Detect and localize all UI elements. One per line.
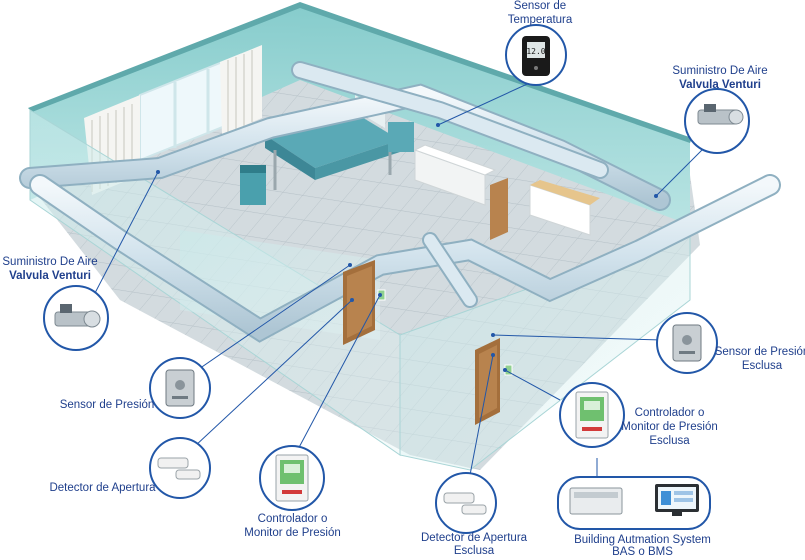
label-detector-apertura-esclusa: Detector de Apertura Esclusa [420, 532, 528, 557]
bms-icon [569, 484, 699, 516]
label-sensor-presion-esclusa: Sensor de Presión Esclusa [714, 346, 805, 372]
bedside-table [388, 122, 414, 152]
callout-dots [156, 123, 658, 372]
thermostat-display: 12.0 [526, 47, 545, 56]
label-sensor-presion: Sensor de Presión [59, 399, 155, 411]
cabinet [413, 144, 497, 206]
label-bms: Building Autmation System BAS o BMS [574, 534, 711, 558]
pressure-sensor-icon [672, 324, 702, 362]
label-controlador-presion: Controlador o Monitor de Presión [244, 513, 341, 539]
callout-detector-apertura-esclusa [435, 472, 497, 534]
label-suministro-derecha: Suministro De Aire Valvula Venturi [672, 65, 768, 91]
label-suministro-izquierda: Suministro De Aire Valvula Venturi [2, 256, 98, 282]
pressure-controller-icon [575, 391, 609, 439]
label-controlador-esclusa: Controlador o Monitor de Presión Esclusa [621, 407, 718, 447]
pressure-sensor-icon [165, 369, 195, 407]
sink-counter [529, 180, 600, 236]
callout-sensor-presion-esclusa [656, 312, 718, 374]
curtain-right [220, 45, 262, 135]
callout-suministro-derecha [684, 88, 750, 154]
venturi-valve-icon [697, 104, 744, 125]
callout-sensor-temperatura: 12.0 [505, 24, 567, 86]
door-bathroom [490, 178, 508, 240]
ducts [19, 61, 781, 343]
medical-cart [240, 165, 266, 205]
callout-controlador-presion [259, 445, 325, 511]
label-sensor-temperatura: Sensor de Temperatura [507, 0, 573, 26]
callout-detector-apertura [149, 437, 211, 499]
pressure-controller-icon [275, 454, 309, 502]
label-detector-apertura: Detector de Apertura [49, 482, 156, 494]
door-anteroom [343, 260, 375, 345]
door-contact-icon [443, 492, 487, 515]
callout-sensor-presion [149, 357, 211, 419]
callout-lines [94, 79, 708, 488]
callout-controlador-esclusa [559, 382, 625, 448]
thermostat-icon: 12.0 [522, 36, 550, 76]
venturi-valve-icon [54, 304, 101, 328]
callout-suministro-izquierda [43, 285, 109, 351]
door-contact-icon [157, 457, 201, 480]
callout-bms [557, 476, 711, 530]
